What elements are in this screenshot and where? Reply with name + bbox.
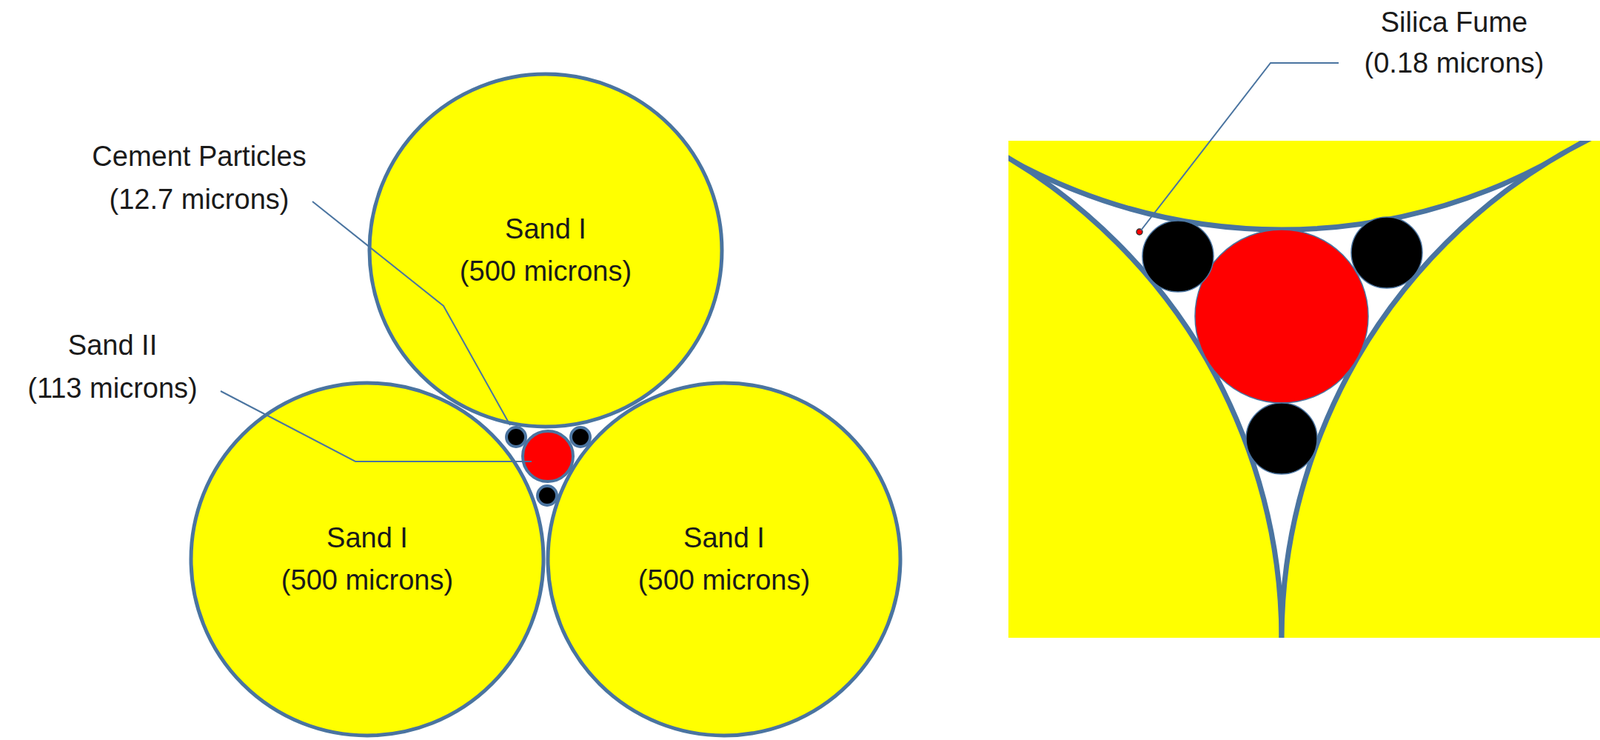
callout-label: Sand II xyxy=(68,327,157,363)
sand-ii-particle xyxy=(522,430,574,482)
sand-grain-shape xyxy=(191,382,544,736)
cement-particle xyxy=(1246,402,1318,474)
cement-particle xyxy=(506,427,526,447)
callout-label: (12.7 microns) xyxy=(109,182,290,217)
sand-grain-shape xyxy=(369,74,722,427)
callout-label: (0.18 microns) xyxy=(1364,45,1545,80)
cement-particle xyxy=(1351,216,1423,289)
particle-size: (500 microns) xyxy=(459,250,632,293)
callout-label: (113 microns) xyxy=(27,370,197,405)
cement-particle xyxy=(537,485,557,505)
particle-name: Sand I xyxy=(683,516,765,560)
sand-grain: Sand I(500 microns) xyxy=(367,71,725,429)
particle-size: (500 microns) xyxy=(638,559,810,602)
leader-line xyxy=(1140,62,1339,231)
particle-name: Sand I xyxy=(504,208,587,251)
sand-grain-outline xyxy=(188,380,546,738)
particle-name: Sand I xyxy=(326,516,408,560)
cement-particle xyxy=(1142,220,1214,292)
sand-grain-shape xyxy=(547,382,901,736)
leader-line xyxy=(220,390,532,462)
sand-grain: Sand I(500 microns) xyxy=(188,380,546,738)
sand-ii-particle xyxy=(1195,229,1369,403)
cement-particle xyxy=(570,427,591,447)
leader-line xyxy=(312,201,511,425)
sand-grain: Sand I(500 microns) xyxy=(545,380,903,738)
sand-grain-outline xyxy=(545,380,903,738)
particle-size: (500 microns) xyxy=(281,559,454,602)
callout-label: Silica Fume xyxy=(1380,5,1529,40)
sand-grain-outline xyxy=(367,71,725,429)
callout-label: Cement Particles xyxy=(91,139,306,174)
